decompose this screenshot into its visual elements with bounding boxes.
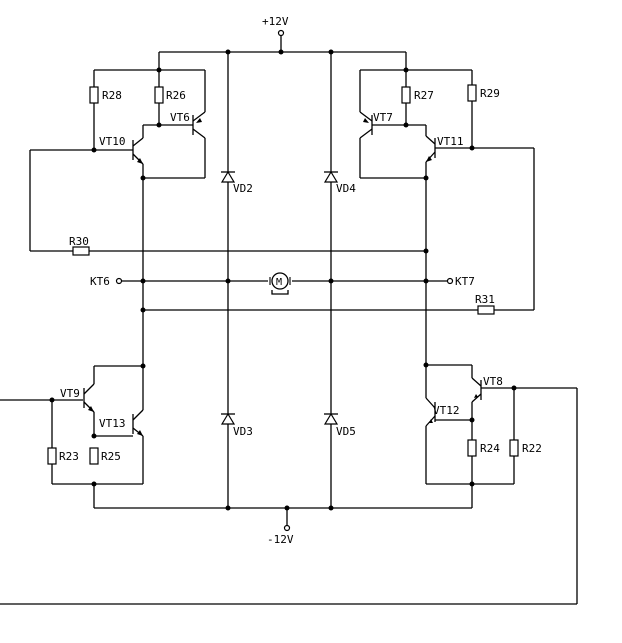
diode-vd4 bbox=[323, 170, 339, 183]
positive-rail bbox=[159, 29, 406, 55]
resistor-r28 bbox=[89, 86, 99, 104]
transistor-vt11-label: VT11 bbox=[437, 135, 464, 148]
transistor-vt10 bbox=[132, 137, 144, 165]
transistor-vt7 bbox=[359, 111, 373, 139]
diode-vd5 bbox=[323, 412, 339, 425]
diode-vd4-label: VD4 bbox=[336, 182, 356, 195]
terminal-kt6-label: KT6 bbox=[90, 275, 110, 288]
transistor-vt12-label: VT12 bbox=[433, 404, 460, 417]
upper-right-network bbox=[143, 52, 535, 368]
resistor-r25 bbox=[89, 447, 99, 465]
transistor-vt13 bbox=[132, 409, 144, 437]
resistor-r28-label: R28 bbox=[102, 89, 122, 102]
diode-column-left bbox=[225, 52, 231, 508]
motor-icon bbox=[269, 272, 291, 295]
diode-vd5-label: VD5 bbox=[336, 425, 356, 438]
diode-vd3 bbox=[220, 412, 236, 425]
transistor-vt6-label: VT6 bbox=[170, 111, 190, 124]
output-line bbox=[115, 277, 454, 285]
resistor-r29 bbox=[467, 84, 477, 102]
resistor-r30 bbox=[72, 246, 90, 256]
transistor-vt8 bbox=[471, 377, 482, 403]
diode-vd2-label: VD2 bbox=[233, 182, 253, 195]
transistor-vt9-label: VT9 bbox=[60, 387, 80, 400]
resistor-r23-label: R23 bbox=[59, 450, 79, 463]
transistor-vt7-label: VT7 bbox=[373, 111, 393, 124]
transistor-vt8-label: VT8 bbox=[483, 375, 503, 388]
negative-rail-label: -12V bbox=[267, 533, 294, 546]
negative-rail bbox=[94, 505, 472, 532]
resistor-r27-label: R27 bbox=[414, 89, 434, 102]
transistor-vt6 bbox=[192, 111, 206, 139]
resistor-r30-label: R30 bbox=[69, 235, 89, 248]
resistor-r31-label: R31 bbox=[475, 293, 495, 306]
upper-left-network bbox=[29, 52, 429, 313]
transistor-vt12 bbox=[425, 397, 436, 427]
diode-column-right bbox=[328, 52, 334, 508]
resistor-r24-label: R24 bbox=[480, 442, 500, 455]
resistor-r25-label: R25 bbox=[101, 450, 121, 463]
diode-vd2 bbox=[220, 170, 236, 183]
resistor-r22-label: R22 bbox=[522, 442, 542, 455]
resistor-r23 bbox=[47, 447, 57, 465]
resistor-r26-label: R26 bbox=[166, 89, 186, 102]
motor-symbol: M bbox=[276, 277, 282, 288]
resistor-r26 bbox=[154, 86, 164, 104]
positive-rail-label: +12V bbox=[262, 15, 289, 28]
resistor-r22 bbox=[509, 439, 519, 457]
resistor-r31 bbox=[477, 305, 495, 315]
transistor-vt13-label: VT13 bbox=[99, 417, 126, 430]
lower-left-network bbox=[0, 310, 146, 508]
resistor-r24 bbox=[467, 439, 477, 457]
transistor-vt9 bbox=[83, 383, 95, 413]
terminal-kt7-label: KT7 bbox=[455, 275, 475, 288]
resistor-r27 bbox=[401, 86, 411, 104]
resistor-r29-label: R29 bbox=[480, 87, 500, 100]
transistor-vt10-label: VT10 bbox=[99, 135, 126, 148]
diode-vd3-label: VD3 bbox=[233, 425, 253, 438]
transistor-vt11 bbox=[425, 135, 436, 163]
